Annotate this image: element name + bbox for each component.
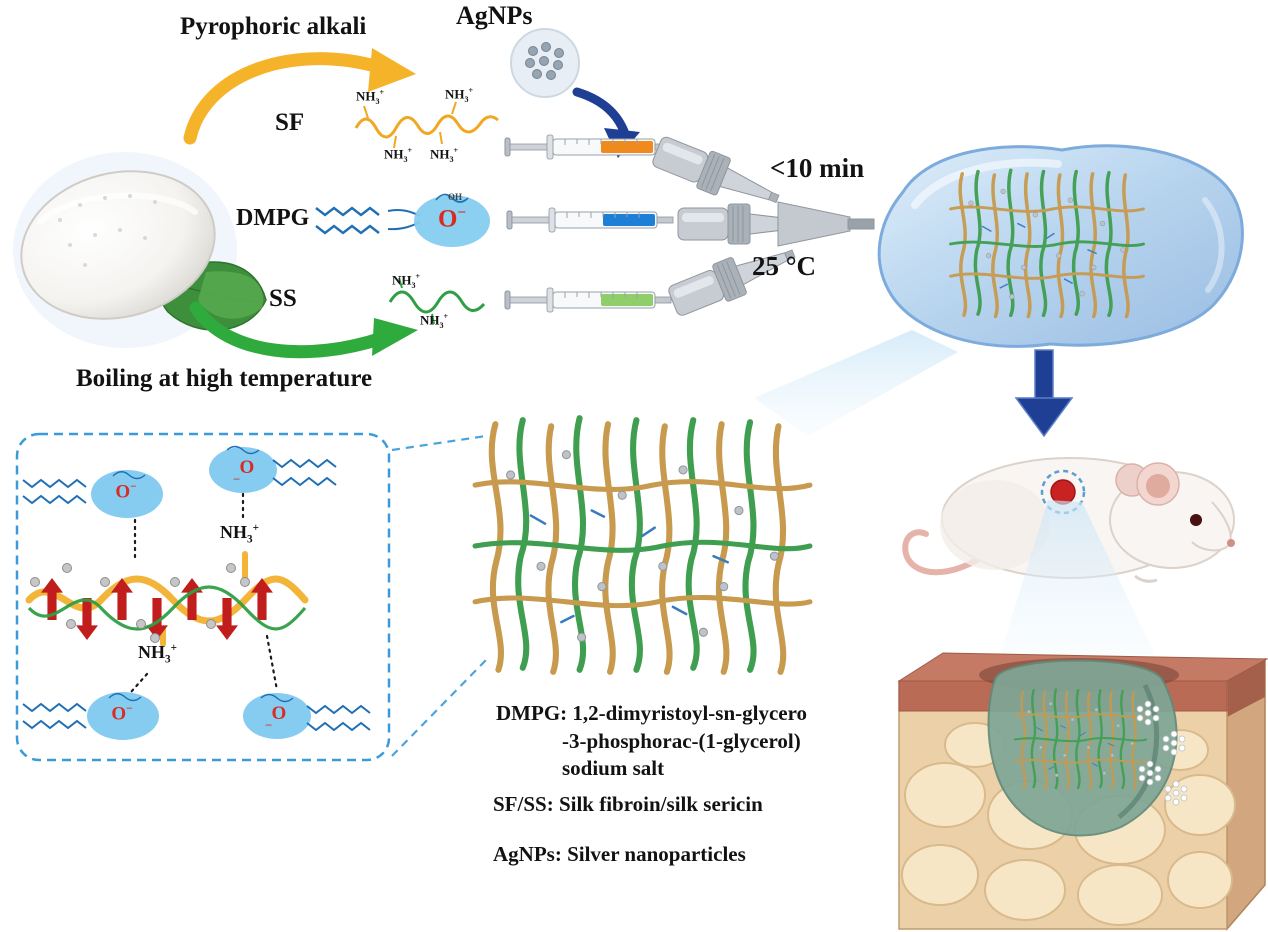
nh3-sub: 3: [449, 154, 454, 164]
o-sup: −: [130, 481, 137, 493]
nh3-sub: 3: [464, 94, 469, 104]
nh3-text: NH: [430, 146, 450, 162]
zoom-beam-hydrogel: [754, 330, 958, 436]
boiling-label: Boiling at high temperature: [76, 365, 373, 392]
nh3-label-box-top: NH3+: [220, 522, 259, 546]
nh3-sup: +: [468, 86, 474, 95]
ionic-bonds: [129, 492, 279, 694]
nh3-sup: +: [252, 522, 259, 534]
phosphate-charge-label-br: _O: [256, 704, 296, 727]
mouse-nose: [1227, 539, 1235, 547]
nh3-label-sf-4: NH3+: [430, 146, 458, 164]
zoom-beam-tissue: [1000, 500, 1155, 655]
mouse-eye: [1190, 514, 1202, 526]
nh3-text: NH: [445, 86, 465, 102]
phosphate-charge-label-bl: O−: [102, 703, 142, 725]
syringe-dmpg: [506, 207, 674, 233]
nh3-text: NH: [420, 312, 440, 328]
nh3-label-sf-3: NH3+: [384, 146, 412, 164]
ss-polymer-chain: [388, 277, 486, 325]
dmpg-unit-bottom-right: [243, 693, 371, 739]
nh3-sub: 3: [439, 320, 444, 330]
legend-dmpg-line3: sodium salt: [562, 756, 665, 780]
phosphate-charge-label-tl: O−: [106, 481, 146, 503]
nh3-sub: 3: [247, 533, 253, 546]
implanted-hydrogel: [987, 659, 1188, 837]
cocoon-texture: [58, 194, 157, 267]
dmpg-head-ellipse: [414, 195, 490, 247]
dmpg-unit-bottom-left: [22, 692, 159, 740]
legend-dmpg-line2: -3-phosphorac-(1-glycerol): [562, 729, 801, 753]
syringe-sf: [504, 134, 672, 160]
legend-sfss: SF/SS: Silk fibroin/silk sericin: [493, 792, 763, 816]
nh3-sup: +: [379, 88, 385, 97]
beta-sheet: [25, 551, 309, 647]
sf-polymer-chain: [354, 101, 499, 149]
mixer-nozzle: [777, 201, 875, 247]
nh3-text: NH: [138, 642, 165, 662]
ss-label: SS: [269, 285, 297, 312]
oh-label: OH: [448, 192, 463, 202]
o-text: O: [271, 703, 287, 724]
nh3-text: NH: [220, 522, 247, 542]
nh3-sup: +: [170, 642, 177, 654]
syringe-ss: [504, 287, 672, 313]
o-sub: _: [233, 468, 240, 481]
o-text: O: [239, 457, 255, 478]
mouse-tail: [902, 529, 995, 576]
o-sub: _: [265, 714, 272, 727]
nh3-sup: +: [407, 146, 413, 155]
connector-top: [649, 131, 786, 218]
nh3-text: NH: [356, 88, 376, 104]
nh3-sup: +: [415, 272, 421, 281]
implant-arrow: [1014, 349, 1074, 438]
nh3-text: NH: [392, 272, 412, 288]
pyrophoric-alkali-label: Pyrophoric alkali: [180, 13, 367, 40]
agnps-title: AgNPs: [456, 1, 533, 30]
dmpg-molecule: [314, 193, 490, 247]
dmpg-unit-top-right: [209, 445, 337, 493]
boiling-arrow: [189, 301, 418, 359]
nh3-sup: +: [453, 146, 459, 155]
dmpg-unit-top-left: [22, 470, 163, 518]
nh3-label-ss-1: NH3+: [392, 272, 420, 290]
silkworm-cocoon: [13, 152, 267, 348]
dmpg-label: DMPG: [236, 205, 310, 231]
nh3-label-sf-1: NH3+: [356, 88, 384, 106]
nh3-label-box-bottom: NH3+: [138, 642, 177, 666]
wound-site: [1040, 469, 1086, 515]
nh3-sub: 3: [375, 96, 380, 106]
o-sup: −: [457, 205, 466, 221]
mix-temp-label: 25 °C: [752, 251, 817, 281]
nh3-label-sf-2: NH3+: [445, 86, 473, 104]
legend-dmpg-line1: DMPG: 1,2-dimyristoyl-sn-glycero: [496, 701, 808, 725]
nh3-label-ss-2: NH3+: [420, 312, 448, 330]
enlarged-fiber-network: [475, 418, 810, 672]
phosphate-charge-label-tr: _O: [224, 458, 264, 481]
skin-tissue-block: [897, 652, 1268, 932]
nh3-sub: 3: [165, 653, 171, 666]
hydrogel-blob: [877, 144, 1244, 348]
phosphate-charge-label-main: O−: [430, 205, 474, 233]
legend-agnps: AgNPs: Silver nanoparticles: [493, 842, 746, 866]
o-sup: −: [126, 703, 133, 715]
mix-time-label: <10 min: [770, 153, 865, 183]
o-text: O: [111, 703, 127, 725]
nh3-sub: 3: [403, 154, 408, 164]
zoom-guide-lines: [391, 434, 487, 757]
pyrophoric-arrow: [183, 48, 416, 145]
nh3-sup: +: [443, 312, 449, 321]
nh3-sub: 3: [411, 280, 416, 290]
o-text: O: [115, 481, 131, 503]
o-text: O: [437, 205, 458, 233]
nh3-text: NH: [384, 146, 404, 162]
agnps-particle-circle: [510, 28, 580, 98]
sf-label: SF: [275, 109, 305, 136]
interaction-inset-box: [15, 432, 391, 762]
